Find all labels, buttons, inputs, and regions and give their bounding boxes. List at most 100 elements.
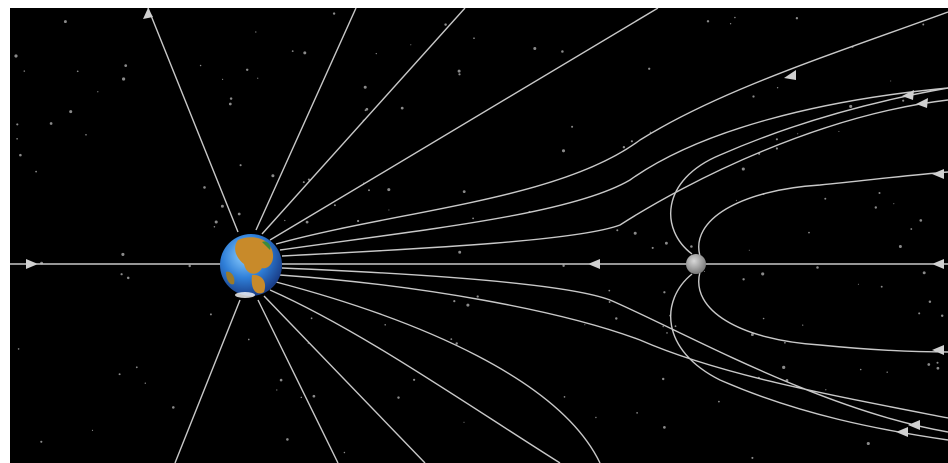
field-line (698, 171, 948, 257)
star (356, 219, 360, 223)
star (188, 264, 191, 268)
arrow-marker (26, 259, 38, 269)
star (802, 324, 804, 326)
field-line (279, 87, 948, 251)
star (19, 153, 22, 157)
star (649, 131, 652, 133)
field-arrows (26, 8, 944, 437)
star (782, 365, 786, 369)
star (838, 130, 840, 133)
star (255, 31, 257, 33)
field-line (670, 87, 948, 255)
star (562, 264, 565, 268)
star (776, 87, 779, 89)
star (750, 333, 754, 337)
star (222, 78, 224, 80)
star (797, 133, 799, 135)
star (120, 273, 123, 276)
star (664, 241, 668, 245)
field-line (269, 289, 561, 463)
star (363, 85, 367, 89)
star (762, 317, 765, 320)
star (286, 438, 289, 441)
star (213, 225, 216, 228)
star (284, 219, 286, 222)
star (412, 378, 416, 381)
arrow-marker (932, 345, 944, 355)
star (918, 312, 921, 315)
star (615, 317, 618, 320)
star (228, 102, 232, 106)
star (616, 229, 619, 232)
star (666, 332, 668, 334)
star (741, 167, 745, 171)
star (16, 137, 18, 140)
star (735, 199, 737, 201)
field-view (10, 8, 948, 463)
star-field (14, 12, 944, 459)
star (775, 138, 778, 141)
star (124, 64, 128, 67)
star (718, 400, 720, 403)
star (857, 283, 859, 285)
star (608, 301, 611, 303)
star (458, 73, 461, 76)
star (661, 377, 665, 381)
field-line (257, 299, 339, 463)
star (859, 368, 862, 371)
star (387, 188, 391, 192)
star (473, 37, 475, 40)
star (775, 147, 778, 150)
star (453, 300, 456, 303)
star (247, 338, 250, 341)
arrow-marker (932, 169, 944, 179)
star (457, 69, 461, 73)
star (400, 106, 404, 110)
moon-icon (686, 254, 706, 274)
star (307, 178, 310, 181)
star (936, 361, 939, 364)
star (476, 295, 479, 298)
star (343, 451, 346, 454)
star (17, 348, 20, 350)
star (126, 276, 130, 280)
star (135, 366, 138, 369)
star (940, 314, 944, 318)
field-line (147, 8, 239, 233)
star (305, 220, 309, 224)
star (279, 378, 283, 382)
star (49, 122, 53, 125)
field-lines (10, 8, 948, 463)
star (533, 47, 537, 50)
star (144, 382, 146, 384)
star (472, 217, 474, 220)
field-line (174, 299, 241, 463)
star (444, 23, 447, 26)
star (245, 68, 249, 72)
star (121, 252, 125, 256)
star (663, 426, 666, 429)
star (674, 325, 677, 328)
field-line (255, 8, 357, 231)
star (122, 77, 126, 81)
star (561, 149, 566, 153)
star (795, 17, 799, 20)
star (291, 50, 294, 52)
star (16, 123, 19, 126)
star (866, 441, 870, 446)
star (584, 324, 586, 326)
field-line (281, 99, 948, 257)
star (902, 99, 905, 102)
star (271, 174, 275, 178)
star (910, 228, 913, 230)
star (463, 421, 465, 423)
star (303, 51, 307, 55)
star (651, 246, 654, 249)
field-line (670, 273, 948, 441)
star (375, 52, 377, 55)
star (748, 249, 750, 251)
star (214, 220, 218, 224)
star (936, 366, 940, 370)
field-line (269, 8, 659, 241)
star (333, 204, 336, 207)
